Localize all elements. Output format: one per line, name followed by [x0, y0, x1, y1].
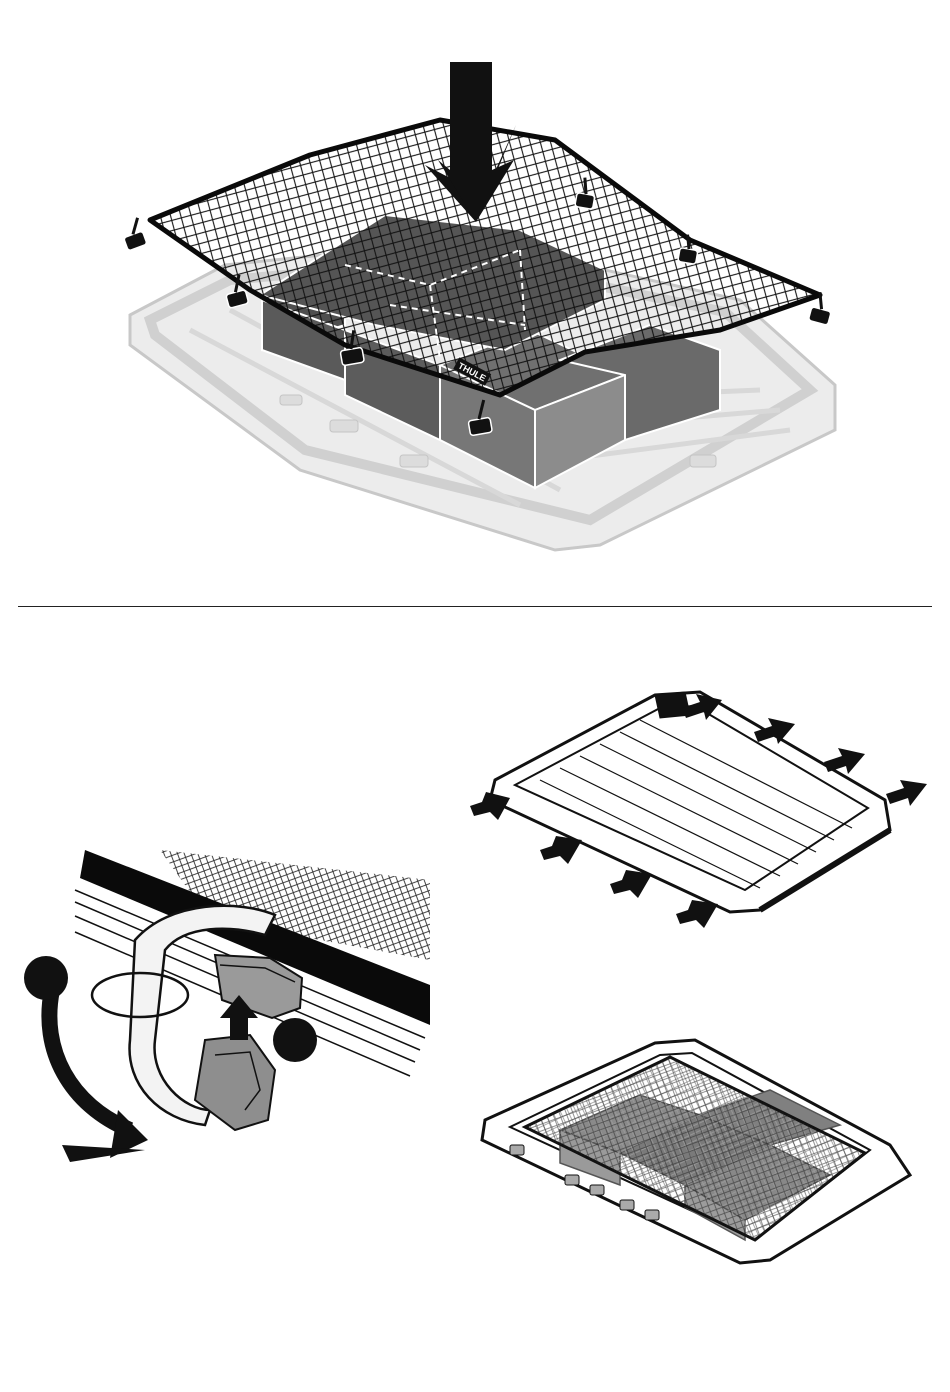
roof-platform-with-net	[470, 1035, 930, 1295]
top-illustration: THULE	[0, 0, 950, 600]
section-divider	[18, 606, 932, 607]
push-arrow-icon	[886, 780, 927, 806]
roof-platform-illustration	[460, 680, 930, 940]
step-marker-1	[24, 956, 68, 1000]
push-arrow-icon	[610, 870, 652, 898]
hook-icon	[119, 218, 147, 251]
push-arrow-icon	[824, 748, 865, 774]
cargo-net-scene: THULE	[0, 0, 950, 600]
push-arrow-icon	[676, 900, 718, 928]
roof-platform-with-arrows	[460, 680, 930, 940]
clip-detail-illustration	[10, 840, 430, 1180]
roof-platform-loaded-illustration	[470, 1035, 930, 1295]
roof-platform	[490, 692, 890, 912]
step-marker-2	[273, 1018, 317, 1062]
hook-strap-detail	[10, 840, 430, 1180]
push-arrow-icon	[540, 836, 582, 864]
